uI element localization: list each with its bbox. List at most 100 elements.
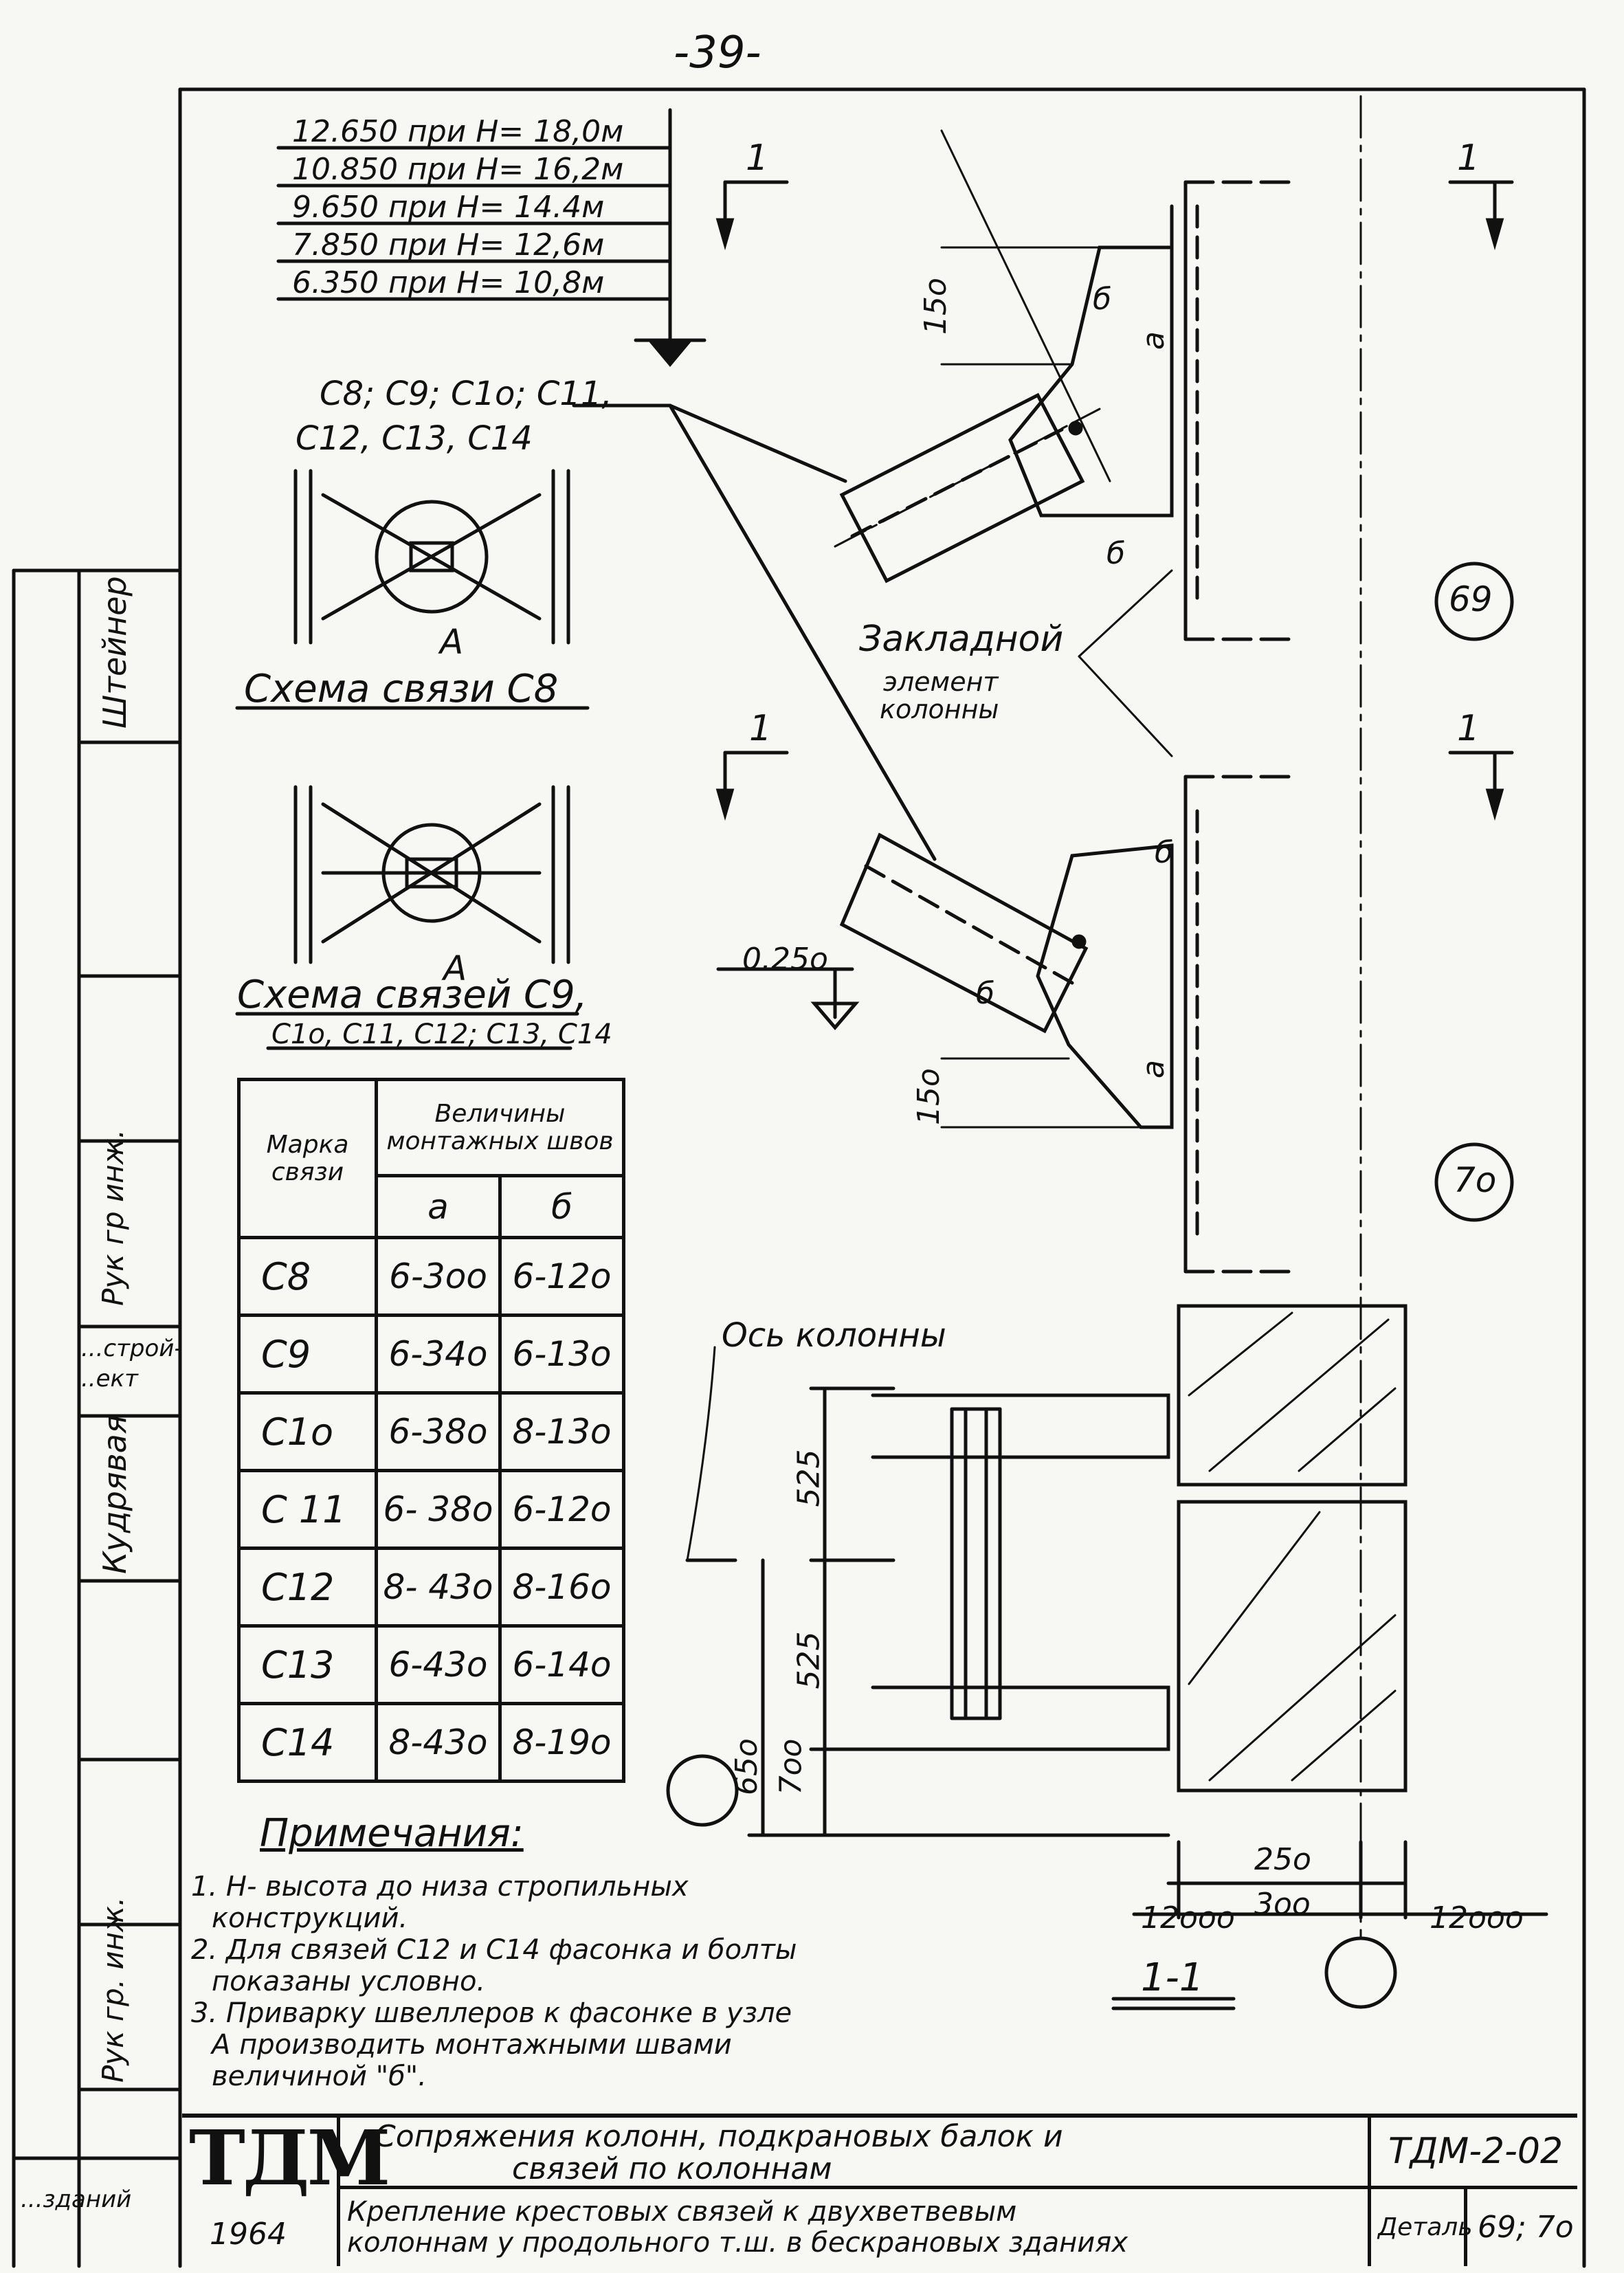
section-mark: 1 [749,708,772,749]
table-cell-b: 6-14о [498,1624,625,1705]
table-cell-b: 6-13о [498,1313,625,1395]
table-cell-mark: С13 [237,1624,378,1705]
detail-label: Деталь [1378,2213,1473,2241]
notes-title: Примечания: [260,1811,524,1856]
scheme-c9-title: Схема связей С9, [237,973,588,1017]
brace-marks-line-1: С8; С9; С1о; С11, [320,375,612,413]
note-line: 2. Для связей С12 и С14 фасонка и болты [191,1934,797,1966]
elevation-0250: 0.25о [742,942,828,977]
table-cell-a: 6- 38о [375,1469,502,1550]
section-mark: 1 [746,137,769,179]
table-row: С 11 6- 38о 6-12о [237,1469,625,1550]
node-label-a: А [440,622,464,662]
elevation-label: 12.650 при H= 18,0м [292,114,624,149]
table-cell-b: 6-12о [498,1236,625,1317]
subtitle-line-1: Крепление крестовых связей к двухветвевы… [347,2196,1017,2228]
dimension-525: 525 [791,1449,827,1507]
table-header-a: а [375,1174,502,1239]
detail-callout-69: 69 [1449,579,1493,619]
note-line: 1. Н- высота до низа стропильных [191,1871,689,1903]
weld-b-label: б [1155,835,1174,870]
note-line: величиной "б". [212,2061,427,2092]
detail-number-cell: 69; 7о [1467,2189,1577,2266]
dimension-12000-right: 12ооо [1430,1900,1524,1936]
dimension-150-top: 15о [917,278,953,335]
embedded-element-label: элемент [883,667,999,697]
table-cell-a: 6-3оо [375,1236,502,1317]
embedded-element-label: колонны [880,694,999,724]
elevation-label: 6.350 при H= 10,8м [292,265,605,300]
table-cell-a: 6-38о [375,1391,502,1472]
stamp-ruk-gr-inzh: Рук гр инж. [96,1129,130,1306]
table-cell-b: 8-19о [498,1702,625,1783]
dimension-300: 3оо [1254,1887,1311,1922]
elevation-label: 7.850 при H= 12,6м [292,228,605,263]
brace-marks-line-2: С12, С13, С14 [296,419,533,458]
scheme-c8-title: Схема связи С8 [244,667,559,711]
title-line-2: связей по колоннам [512,2151,832,2186]
doc-code-cell: ТДМ-2-02 [1371,2114,1577,2189]
table-cell-mark: С12 [237,1546,378,1628]
dimension-150-bottom: 15о [911,1068,946,1125]
dimension-250: 25о [1254,1842,1311,1877]
table-row: С1о 6-38о 8-13о [237,1391,625,1472]
embedded-element-label: Закладной [859,619,1064,660]
stamp-kudryavaya: Кудрявая [96,1415,133,1574]
weld-b-label: б [1093,282,1112,317]
table-row: С14 8-43о 8-19о [237,1702,625,1783]
note-line: 3. Приварку швеллеров к фасонке в узле [191,1997,792,2029]
stamp-ruk-gr-inzh: Рук гр. инж. [96,1896,130,2083]
scheme-c9-subtitle: С1о, С11, С12; С13, С14 [271,1019,612,1050]
logo-cell: ТДМ 1964 [182,2114,390,2266]
elevation-label: 10.850 при H= 16,2м [292,152,624,187]
weld-a-label: а [1135,1060,1171,1078]
stamp-shteiner: Штейнер [96,576,133,729]
column-axis-label: Ось колонны [722,1316,946,1355]
weld-size-table: Марка связи Величины монтажных швов а б … [237,1078,625,1783]
table-cell-mark: С9 [237,1313,378,1395]
dimension-12000-left: 12ооо [1141,1900,1235,1936]
dimension-650: 65о [728,1738,764,1795]
table-cell-b: 8-13о [498,1391,625,1472]
detail-number: 69; 7о [1478,2210,1574,2245]
weld-a-label: а [1135,331,1171,350]
table-cell-a: 6-34о [375,1313,502,1395]
table-cell-mark: С1о [237,1391,378,1472]
dimension-700: 7оо [773,1738,809,1795]
page-number: -39- [674,27,761,78]
section-mark: 1 [1457,708,1480,749]
table-row: С9 6-34о 6-13о [237,1313,625,1395]
detail-callout-70: 7о [1454,1160,1497,1200]
subtitle-cell: Крепление крестовых связей к двухветвевы… [340,2189,1371,2266]
table-cell-mark: С 11 [237,1469,378,1550]
stamp-stroyproekt: ...строй- ..ект [81,1335,183,1393]
weld-b-label: б [976,976,995,1011]
stamp-zdaniy: ...зданий [21,2186,132,2213]
note-line: показаны условно. [212,1966,486,1997]
doc-code: ТДМ-2-02 [1388,2131,1564,2172]
table-cell-a: 6-43о [375,1624,502,1705]
title-cell: Сопряжения колонн, подкрановых балок и с… [340,2114,1371,2189]
note-line: конструкций. [212,1903,408,1934]
table-row: С12 8- 43о 8-16о [237,1546,625,1628]
section-label: 1-1 [1141,1955,1204,2000]
table-cell-mark: С8 [237,1236,378,1317]
table-cell-b: 8-16о [498,1546,625,1628]
table-cell-b: 6-12о [498,1469,625,1550]
table-cell-a: 8- 43о [375,1546,502,1628]
table-row: С13 6-43о 6-14о [237,1624,625,1705]
dimension-525: 525 [791,1631,827,1689]
elevation-label: 9.650 при H= 14.4м [292,190,605,225]
title-line-1: Сопряжения колонн, подкрановых балок и [375,2119,1063,2154]
table-row: С8 6-3оо 6-12о [237,1236,625,1317]
table-header-b: б [498,1174,625,1239]
weld-b-label: б [1106,536,1126,571]
table-cell-a: 8-43о [375,1702,502,1783]
node-label-a: А [443,949,467,988]
notes-block: Примечания: 1. Н- высота до низа стропил… [191,1811,947,2092]
year: 1964 [210,2217,287,2252]
detail-label-cell: Деталь [1371,2189,1473,2266]
subtitle-line-2: колоннам у продольного т.ш. в бескрановы… [347,2227,1128,2259]
section-mark: 1 [1457,137,1480,179]
